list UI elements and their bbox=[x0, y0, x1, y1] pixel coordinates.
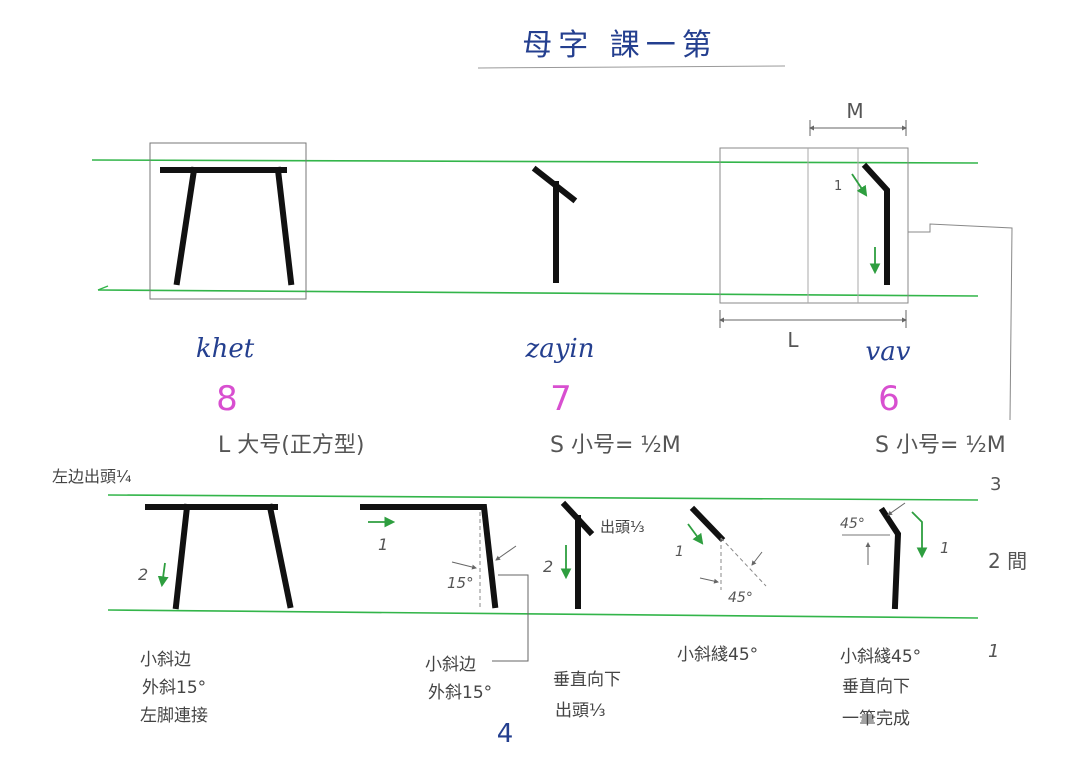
caption-line: 外斜15° bbox=[142, 678, 206, 698]
zayin-angle-pointer-right bbox=[751, 551, 763, 566]
vav-step-arrow bbox=[911, 511, 928, 559]
size-note-vav: S 小号= ½M bbox=[875, 433, 1006, 458]
bottom-guide-line-lower bbox=[107, 609, 979, 619]
zayin-large-glyph bbox=[531, 165, 578, 283]
caption-zayin-slant: 小斜綫45° bbox=[677, 645, 758, 665]
zayin-step-number: 2 bbox=[543, 557, 553, 576]
vav-large-glyph: 1 M L bbox=[719, 99, 1013, 421]
khet-angle-label: 15° bbox=[447, 574, 474, 592]
khet-step-arrow bbox=[157, 562, 169, 588]
letter-name-khet: khet bbox=[196, 334, 255, 364]
bottom-guide-line-upper bbox=[107, 494, 979, 501]
khet-angle-pointer-left bbox=[451, 561, 477, 570]
row-label-middle: 2 間 bbox=[988, 549, 1027, 573]
khet-leader bbox=[492, 574, 529, 662]
caption-line: 小斜边 bbox=[425, 655, 476, 675]
vav-angle-pointer bbox=[887, 502, 906, 516]
vav-construction-box bbox=[719, 147, 909, 304]
zayin-slant-step: 1 bbox=[675, 544, 684, 560]
caption-line: 一筆完成 bbox=[842, 709, 910, 729]
vav-arrow-1 bbox=[851, 173, 868, 197]
vav-leader-line bbox=[908, 223, 1013, 421]
khet-step-number: 2 bbox=[138, 565, 148, 584]
zayin-angle-pointer-left bbox=[699, 577, 719, 584]
caption-khet-roof: 小斜边 外斜15° bbox=[425, 655, 492, 703]
m-dimension-label: M bbox=[846, 99, 863, 123]
letter-number-zayin: 7 bbox=[550, 379, 572, 419]
top-guide-line-upper bbox=[91, 159, 979, 164]
vav-step-label: 1 bbox=[834, 179, 842, 194]
zayin-dashed-slant bbox=[720, 537, 767, 587]
khet-roof-glyph: 1 15° bbox=[360, 504, 529, 662]
zayin-step-glyph: 2 出頭⅓ bbox=[543, 500, 645, 609]
caption-khet-step: 小斜边 外斜15° 左脚連接 bbox=[140, 650, 208, 726]
size-note-khet: L 大号(正方型) bbox=[218, 433, 364, 458]
caption-line: 小斜边 bbox=[140, 650, 191, 670]
size-note-zayin: S 小号= ½M bbox=[550, 433, 681, 458]
vav-step-number: 1 bbox=[940, 539, 950, 557]
letter-name-zayin: zayin bbox=[525, 334, 595, 364]
zayin-slant-arrow bbox=[687, 523, 704, 545]
caption-line: 小斜綫45° bbox=[677, 645, 758, 665]
khet-step-glyph: 2 bbox=[138, 503, 294, 610]
caption-khet-number: 4 bbox=[497, 719, 514, 749]
caption-line: 出頭⅓ bbox=[555, 701, 605, 721]
khet-angle-pointer-right bbox=[495, 545, 517, 561]
caption-line: 小斜綫45° bbox=[840, 647, 921, 667]
row-label-bottom: 1 bbox=[988, 641, 999, 662]
vav-step-glyph: 45° 1 bbox=[840, 502, 950, 610]
khet-large-glyph bbox=[149, 142, 307, 300]
top-guide-line-lower bbox=[97, 289, 979, 297]
caption-line: 垂直向下 bbox=[553, 670, 621, 690]
top-guide-tick bbox=[97, 285, 109, 291]
zayin-angle-label: 45° bbox=[728, 590, 753, 606]
khet-roof-step: 1 bbox=[378, 535, 388, 554]
caption-line: 垂直向下 bbox=[842, 677, 910, 697]
letter-number-vav: 6 bbox=[878, 379, 900, 419]
zayin-overhang-note: 出頭⅓ bbox=[600, 518, 645, 536]
title-underline bbox=[477, 65, 786, 69]
row-label-top: 3 bbox=[990, 474, 1001, 495]
khet-square-box bbox=[149, 142, 307, 300]
caption-line: 外斜15° bbox=[428, 683, 492, 703]
letter-name-vav: vav bbox=[866, 337, 911, 367]
letter-number-khet: 8 bbox=[216, 379, 238, 419]
left-overhang-note: 左边出頭¼ bbox=[52, 467, 132, 486]
vav-angle-label: 45° bbox=[840, 516, 865, 532]
caption-zayin-step: 垂直向下 出頭⅓ bbox=[553, 670, 621, 721]
l-dimension-label: L bbox=[787, 328, 799, 352]
zayin-slant-glyph: 1 45° bbox=[675, 505, 767, 606]
caption-line: 左脚連接 bbox=[140, 706, 208, 726]
page-title: 母字 課一第 bbox=[522, 28, 718, 63]
caption-vav: 小斜綫45° 垂直向下 一筆完成 bbox=[840, 647, 921, 729]
